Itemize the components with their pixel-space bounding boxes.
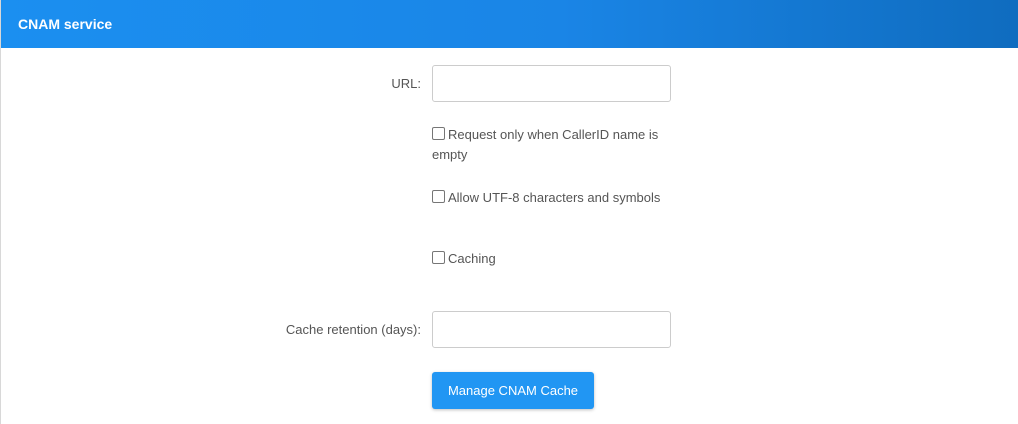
caching-label: Caching (448, 251, 496, 266)
manage-cnam-cache-button[interactable]: Manage CNAM Cache (432, 372, 594, 409)
cache-retention-label: Cache retention (days): (285, 322, 421, 337)
cache-retention-input[interactable] (432, 311, 671, 348)
request-only-checkbox[interactable] (432, 127, 445, 140)
request-only-row: Request only when CallerID name is empty (432, 125, 672, 165)
url-label: URL: (391, 76, 421, 91)
caching-checkbox[interactable] (432, 251, 445, 264)
allow-utf8-checkbox[interactable] (432, 190, 445, 203)
panel-title: CNAM service (18, 16, 113, 32)
allow-utf8-label: Allow UTF-8 characters and symbols (448, 190, 661, 205)
request-only-label: Request only when CallerID name is empty (432, 127, 659, 162)
allow-utf8-row: Allow UTF-8 characters and symbols (432, 188, 672, 208)
url-input[interactable] (432, 65, 671, 102)
panel-header: CNAM service (1, 0, 1018, 48)
caching-row: Caching (432, 249, 672, 269)
